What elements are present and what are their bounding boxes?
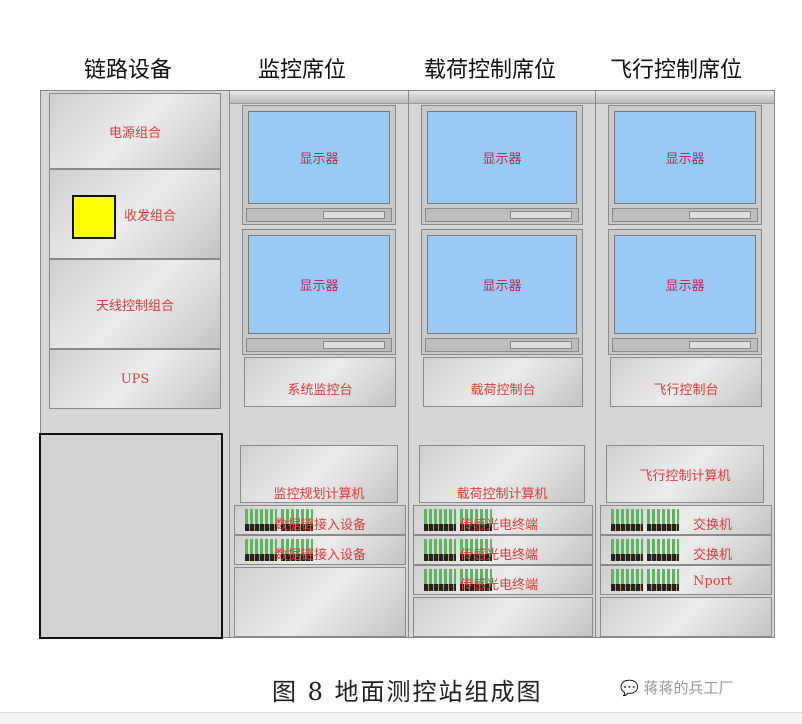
- console-label: 载荷控制台: [470, 383, 536, 398]
- monitor-1: 显示器: [421, 105, 583, 225]
- device-row: 交换机: [600, 535, 772, 565]
- computer: 载荷控制计算机: [419, 445, 585, 503]
- blank-panel: [413, 597, 593, 637]
- computer-label: 飞行控制计算机: [639, 468, 731, 484]
- monitor-1: 显示器: [608, 105, 762, 225]
- transceiver-unit: 收发组合: [49, 169, 221, 259]
- power-unit: 电源组合: [49, 93, 221, 169]
- monitor-cabinet: 显示器 显示器 系统监控台 监控规划计算机 数据链接入设备 数据链接入设备: [229, 90, 409, 638]
- figure-caption: 图 8 地面测控站组成图: [272, 678, 543, 706]
- device-row: 传感光电终端: [413, 535, 593, 565]
- watermark-text: 蒋蒋的兵工厂: [643, 679, 734, 697]
- payload-cabinet: 显示器 显示器 载荷控制台 载荷控制计算机 传感光电终端 传感光电终端 传感光电…: [408, 90, 596, 638]
- device-label: 数据链接入设备: [275, 548, 367, 563]
- console-label: 系统监控台: [287, 383, 353, 398]
- device-label: 传感光电终端: [460, 578, 539, 593]
- device-label: 交换机: [693, 518, 733, 533]
- indicator-square: [72, 195, 116, 239]
- screen: 显示器: [614, 235, 756, 334]
- monitor-1: 显示器: [242, 105, 396, 225]
- ups-label: UPS: [120, 371, 150, 387]
- screen: 显示器: [248, 235, 390, 334]
- console-label: 飞行控制台: [653, 383, 719, 398]
- device-row: 数据链接入设备: [234, 505, 406, 535]
- screen: 显示器: [614, 111, 756, 204]
- computer-label: 监控规划计算机: [273, 487, 365, 502]
- device-label: 数据链接入设备: [275, 518, 367, 533]
- flight-cabinet: 显示器 显示器 飞行控制台 飞行控制计算机 交换机 交换机 Nport: [595, 90, 775, 638]
- screen: 显示器: [427, 235, 577, 334]
- header-link: 链路设备: [84, 58, 173, 83]
- monitor-2: 显示器: [421, 229, 583, 355]
- device-row: 数据链接入设备: [234, 535, 406, 565]
- header-flight: 飞行控制席位: [610, 58, 743, 83]
- ups-unit: UPS: [49, 349, 221, 409]
- power-label: 电源组合: [108, 125, 161, 141]
- device-row: 传感光电终端: [413, 565, 593, 595]
- console: 载荷控制台: [423, 357, 583, 407]
- monitor-2: 显示器: [242, 229, 396, 355]
- blank-panel: [600, 597, 772, 637]
- header-payload: 载荷控制席位: [424, 58, 557, 83]
- screen: 显示器: [248, 111, 390, 204]
- watermark: 💬 蒋蒋的兵工厂: [620, 677, 733, 698]
- console: 系统监控台: [244, 357, 396, 407]
- device-row: Nport: [600, 565, 772, 595]
- computer: 监控规划计算机: [240, 445, 398, 503]
- device-label: 传感光电终端: [460, 518, 539, 533]
- antenna-unit: 天线控制组合: [49, 259, 221, 349]
- device-label: 传感光电终端: [460, 548, 539, 563]
- device-row: 传感光电终端: [413, 505, 593, 535]
- device-label: Nport: [693, 574, 732, 589]
- device-label: 交换机: [693, 548, 733, 563]
- transceiver-label: 收发组合: [123, 208, 176, 224]
- device-row: 交换机: [600, 505, 772, 535]
- empty-bay: [39, 433, 223, 639]
- computer: 飞行控制计算机: [606, 445, 764, 503]
- blank-panel: [234, 567, 406, 637]
- footer-bar: [0, 712, 802, 724]
- screen: 显示器: [427, 111, 577, 204]
- link-cabinet: 电源组合 收发组合 天线控制组合 UPS: [39, 90, 230, 639]
- console: 飞行控制台: [610, 357, 762, 407]
- wechat-icon: 💬: [620, 679, 644, 697]
- antenna-label: 天线控制组合: [95, 298, 174, 314]
- computer-label: 载荷控制计算机: [456, 487, 548, 502]
- header-monitor: 监控席位: [258, 58, 347, 83]
- monitor-2: 显示器: [608, 229, 762, 355]
